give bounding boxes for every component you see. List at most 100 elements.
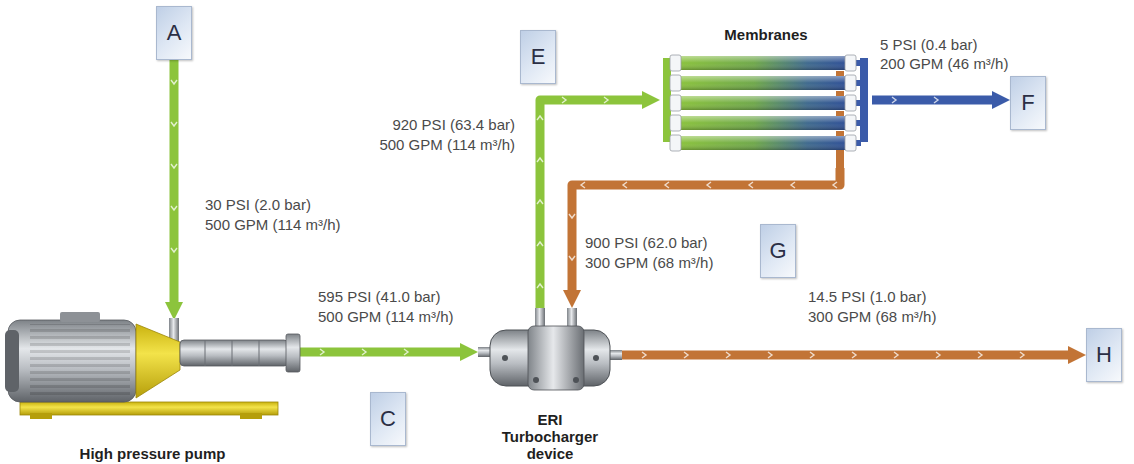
pressure-label: 14.5 PSI (1.0 bar) (808, 288, 926, 306)
flow-chevron (749, 182, 753, 188)
flow-label: 500 GPM (114 m³/h) (379, 136, 515, 154)
pump-stage-line (259, 340, 260, 366)
flow-label: 300 GPM (68 m³/h) (585, 254, 713, 272)
turbocharger-unit: ERI Turbocharger device (478, 308, 622, 462)
flow-chevron (537, 200, 543, 204)
flow-chevron (171, 248, 177, 252)
membrane-tube (674, 116, 852, 130)
pipe-connector (540, 100, 642, 308)
membrane-tube (674, 136, 852, 150)
component-name: ERI Turbocharger device (495, 411, 605, 462)
tag-letter: C (380, 406, 396, 432)
end-cap (845, 115, 856, 131)
turbo-bolt (573, 377, 579, 383)
end-cap (845, 75, 856, 91)
flow-chevron (171, 206, 177, 210)
pump-foot (240, 413, 262, 419)
pressure-label: 920 PSI (63.4 bar) (392, 116, 515, 134)
stream-tag: F (1010, 76, 1046, 130)
pipe-connector (622, 351, 1068, 360)
motor-fins (30, 324, 130, 398)
stream-tag: A (156, 6, 192, 60)
end-cap (670, 55, 681, 71)
brine-link (836, 111, 844, 116)
membrane-shade (674, 76, 852, 90)
membrane-tubes (670, 55, 861, 151)
motor-terminal-box (60, 312, 100, 322)
flow-chevron (362, 349, 366, 355)
turbo-bolt (593, 355, 599, 361)
component-name: High pressure pump (80, 445, 226, 462)
membrane-rack: Membranes (660, 26, 872, 168)
flow-label: 300 GPM (68 m³/h) (808, 308, 936, 326)
membrane-shade (674, 116, 852, 130)
tag-letter: H (1096, 342, 1112, 368)
flow-label: 500 GPM (114 m³/h) (318, 308, 454, 326)
end-cap (845, 55, 856, 71)
flow-chevron (833, 182, 837, 188)
flow-chevron (537, 116, 543, 120)
flow-chevron (852, 352, 856, 358)
turbo-bolt (502, 355, 508, 361)
membrane-shade (674, 56, 852, 70)
flow-chevron (791, 182, 795, 188)
pressure-label: 30 PSI (2.0 bar) (205, 196, 311, 214)
component-name: Membranes (724, 26, 807, 43)
flow-chevron (978, 352, 982, 358)
pump-flange (286, 334, 300, 372)
flow-chevron (404, 349, 408, 355)
flow-chevron (537, 242, 543, 246)
pump-coupling-cone (136, 324, 180, 398)
stream-tag: G (760, 224, 796, 278)
flow-chevron (171, 164, 177, 168)
flow-chevron (894, 352, 898, 358)
flow-chevron (707, 182, 711, 188)
stream-tag: H (1086, 328, 1122, 382)
flow-chevron (171, 122, 177, 126)
end-cap (670, 115, 681, 131)
end-cap (845, 95, 856, 111)
pressure-label: 900 PSI (62.0 bar) (585, 234, 708, 252)
pipe-connector (300, 348, 460, 357)
flow-chevron (642, 352, 646, 358)
pressure-label: 5 PSI (0.4 bar) (880, 36, 978, 54)
flow-chevron (1020, 352, 1024, 358)
stream-tag: E (520, 30, 556, 84)
flow-chevron (892, 97, 896, 103)
brine-outlet (836, 148, 844, 168)
flow-chevron (581, 182, 585, 188)
brine-link (836, 91, 844, 96)
flow-chevron (171, 80, 177, 84)
flow-chevron (562, 97, 566, 103)
flow-chevron (810, 352, 814, 358)
pump-unit: High pressure pump (5, 320, 300, 462)
membrane-tube (674, 76, 852, 90)
flow-chevron (537, 284, 543, 288)
brine-link (836, 131, 844, 136)
flow-chevron (665, 182, 669, 188)
pump-stage-line (232, 340, 233, 366)
stream-tag: C (370, 392, 406, 446)
end-cap (670, 135, 681, 151)
flow-chevron (569, 256, 575, 260)
pipe-connector (872, 96, 992, 105)
flow-chevron (934, 97, 938, 103)
flow-chevron (537, 158, 543, 162)
pressure-label: 595 PSI (41.0 bar) (318, 288, 441, 306)
pipe-connector (572, 168, 840, 290)
tag-letter: F (1021, 90, 1034, 116)
tag-letter: A (167, 20, 182, 46)
flow-chevron (768, 352, 772, 358)
pump-base (20, 402, 278, 415)
flow-chevron (726, 352, 730, 358)
pump-foot (30, 413, 52, 419)
membrane-shade (674, 136, 852, 150)
end-cap (670, 75, 681, 91)
pump-body (180, 340, 288, 366)
membrane-tube (674, 96, 852, 110)
brine-link (836, 71, 844, 76)
end-cap (670, 95, 681, 111)
turbo-bolt (533, 377, 539, 383)
tag-letter: E (531, 44, 546, 70)
